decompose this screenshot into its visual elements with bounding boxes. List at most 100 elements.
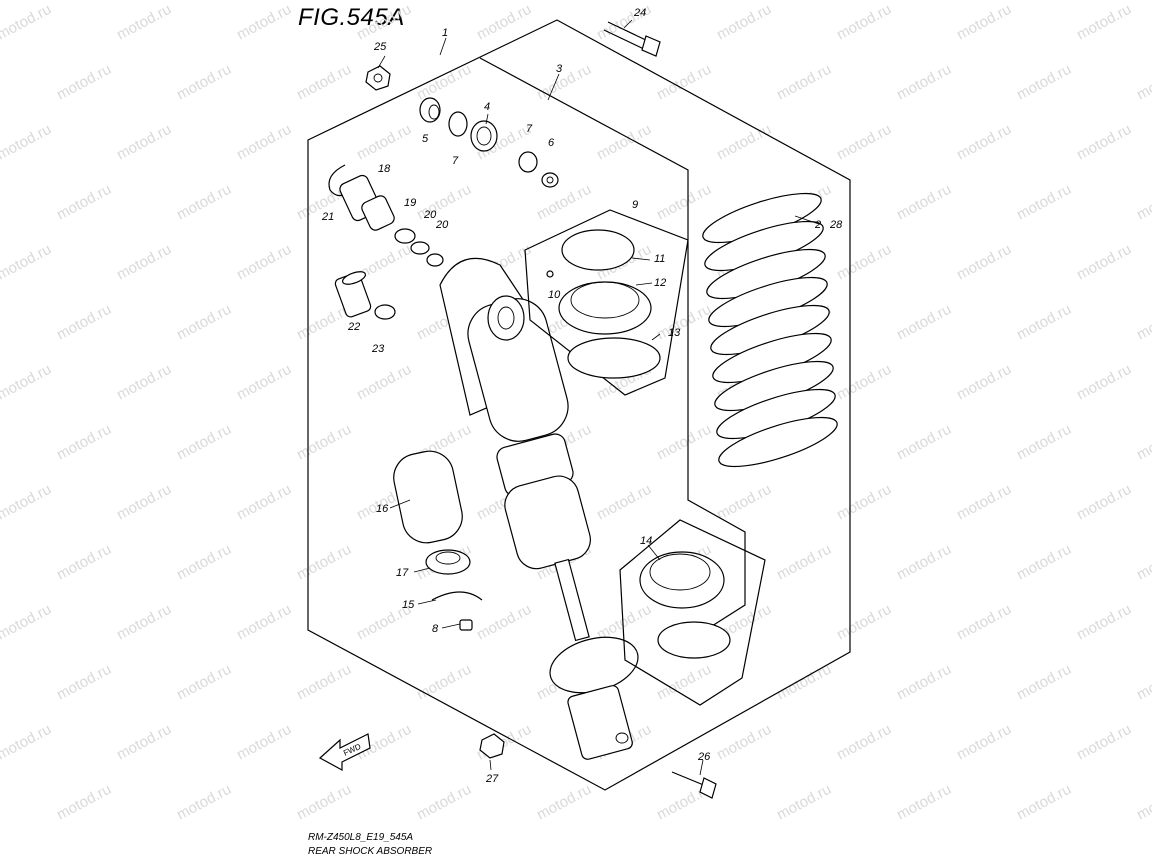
bushing-5 [419, 97, 441, 123]
watermark-text: motod.ru [1074, 361, 1134, 404]
watermark-text: motod.ru [234, 721, 294, 764]
ring-13 [567, 337, 661, 379]
watermark-text: motod.ru [0, 241, 54, 284]
watermark-text: motod.ru [1134, 661, 1152, 704]
watermark-text: motod.ru [54, 301, 114, 344]
watermark-text: motod.ru [294, 541, 354, 584]
callout-8: 8 [432, 623, 439, 635]
leader-lines [377, 19, 820, 776]
inner-outline [479, 57, 746, 641]
bearing-4 [470, 120, 498, 152]
nut-12 [558, 281, 652, 335]
watermark-text: motod.ru [654, 61, 714, 104]
watermark-text: motod.ru [174, 661, 234, 704]
watermark-text: motod.ru [594, 121, 654, 164]
watermark-text: motod.ru [174, 541, 234, 584]
watermark-text: motod.ru [774, 61, 834, 104]
watermark-text: motod.ru [1134, 421, 1152, 464]
watermark-text: motod.ru [414, 781, 474, 824]
watermark-text: motod.ru [0, 721, 54, 764]
callout-26: 26 [697, 751, 711, 763]
callout-2: 2 [814, 219, 821, 231]
watermark-text: motod.ru [234, 241, 294, 284]
watermark-text: motod.ru [294, 661, 354, 704]
callout-1: 1 [442, 27, 448, 39]
watermark-text: motod.ru [0, 361, 54, 404]
watermark-text: motod.ru [834, 241, 894, 284]
watermark-text: motod.ru [1014, 541, 1074, 584]
watermark-text: motod.ru [1134, 61, 1152, 104]
callout-21: 21 [321, 211, 334, 223]
nut-27 [479, 733, 505, 759]
figure-title: FIG.545A [298, 4, 405, 31]
watermark-text: motod.ru [714, 481, 774, 524]
watermark-text: motod.ru [234, 121, 294, 164]
seal-7a [448, 111, 468, 137]
valve-8 [459, 619, 473, 631]
watermark-text: motod.ru [954, 361, 1014, 404]
watermark-text: motod.ru [234, 1, 294, 44]
watermark-text: motod.ru [534, 781, 594, 824]
watermark-text: motod.ru [1014, 781, 1074, 824]
adjuster-group-9 [524, 209, 689, 396]
watermark-text: motod.ru [114, 1, 174, 44]
watermark-text: motod.ru [114, 361, 174, 404]
figure-name: REAR SHOCK ABSORBER [308, 846, 433, 857]
screw-10 [546, 270, 554, 278]
watermark-text: motod.ru [174, 421, 234, 464]
circlip-15 [431, 591, 483, 601]
watermark-text: motod.ru [54, 781, 114, 824]
watermark-text: motod.ru [234, 361, 294, 404]
watermark-text: motod.ru [54, 181, 114, 224]
watermark-text: motod.ru [954, 481, 1014, 524]
callout-27: 27 [485, 773, 499, 785]
oring-23 [374, 304, 396, 320]
watermark-text: motod.ru [1014, 301, 1074, 344]
watermark-text: motod.ru [1134, 541, 1152, 584]
callout-13: 13 [668, 327, 681, 339]
cap-17 [425, 549, 471, 575]
callout-7a: 7 [452, 155, 459, 167]
watermark-text: motod.ru [354, 1, 414, 44]
watermark-text: motod.ru [834, 1, 894, 44]
nut-25 [365, 65, 391, 91]
watermark-text: motod.ru [54, 661, 114, 704]
watermark-text: motod.ru [834, 121, 894, 164]
watermark-text: motod.ru [414, 61, 474, 104]
callout-15: 15 [402, 599, 415, 611]
seat-group-14 [619, 519, 766, 706]
watermark-text: motod.ru [534, 181, 594, 224]
watermark-text: motod.ru [414, 661, 474, 704]
bladder-16 [393, 450, 463, 544]
callout-5: 5 [422, 133, 429, 145]
watermark-text: motod.ru [1074, 121, 1134, 164]
watermark-text: motod.ru [114, 721, 174, 764]
callout-22: 22 [347, 321, 360, 333]
watermark-text: motod.ru [834, 721, 894, 764]
watermark-text: motod.ru [894, 541, 954, 584]
watermark-text: motod.ru [774, 661, 834, 704]
callout-20a: 20 [423, 209, 437, 221]
watermark-text: motod.ru [54, 61, 114, 104]
callout-14: 14 [640, 535, 652, 547]
watermark-text: motod.ru [234, 481, 294, 524]
watermark-text: motod.ru [1074, 1, 1134, 44]
callout-24: 24 [633, 7, 646, 19]
watermark-text: motod.ru [894, 181, 954, 224]
watermark-text: motod.ru [174, 181, 234, 224]
watermark-text: motod.ru [354, 361, 414, 404]
watermark-text: motod.ru [954, 121, 1014, 164]
watermark-text: motod.ru [714, 121, 774, 164]
watermark-text: motod.ru [114, 121, 174, 164]
callout-23: 23 [371, 343, 385, 355]
spring-seat-14 [639, 551, 731, 659]
watermark-text: motod.ru [1074, 721, 1134, 764]
watermark-text: motod.ru [594, 481, 654, 524]
watermark-text: motod.ru [114, 481, 174, 524]
callout-28: 28 [829, 219, 843, 231]
spring-coil [718, 416, 838, 468]
watermark-text: motod.ru [0, 1, 54, 44]
